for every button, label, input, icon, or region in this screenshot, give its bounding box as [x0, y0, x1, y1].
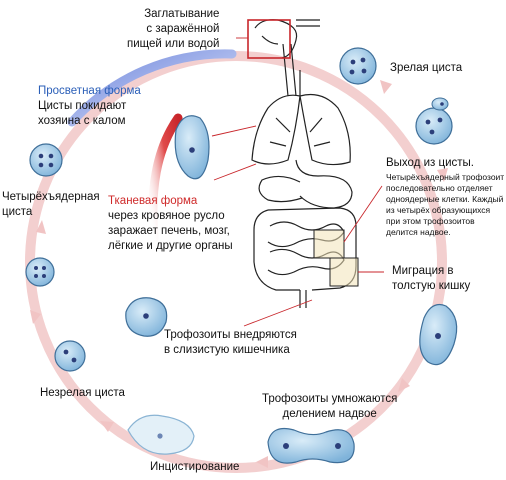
migration-label: Миграция в толстую кишку: [392, 264, 470, 294]
multiply-line-2: делением надвое: [282, 408, 377, 420]
four-nucleus-cyst-label: Четырёхъядерная циста: [2, 190, 100, 220]
trophozoite-left: [125, 297, 168, 337]
mature-cyst-cell: [339, 47, 377, 85]
luminal-form-title: Просветная форма: [38, 85, 141, 97]
encystation-label: Инцистирование: [150, 461, 240, 473]
exiting-cyst-cell: [29, 143, 63, 177]
immature-cyst-cell: [54, 340, 86, 372]
luminal-line-2: хозяина с калом: [38, 115, 126, 127]
tissue-form-title: Тканевая форма: [108, 195, 198, 207]
excystation-line-5: при этом трофозоитов: [386, 216, 475, 226]
trophozoite-right: [419, 303, 458, 366]
migration-line-2: толстую кишку: [392, 280, 471, 292]
tissue-trophozoite: [174, 115, 210, 180]
luminal-form-text: Цисты покидают хозяина с калом: [38, 99, 126, 129]
ingestion-line-3: пищей или водой: [127, 38, 220, 50]
mature-cyst-label: Зрелая циста: [390, 62, 463, 74]
ingestion-label: Заглатывание с заражённой пищей или водо…: [127, 7, 219, 52]
multiply-line-1: Трофозоиты умножаются: [262, 393, 398, 405]
small-intestine-highlight-box: [313, 229, 345, 259]
ingestion-line-1: Заглатывание: [144, 8, 220, 20]
invade-line-2: в слизистую кишечника: [164, 344, 290, 356]
excysting-cell: [415, 97, 453, 145]
excystation-line-2: последовательно отделяет: [386, 183, 493, 193]
immature-cyst-label: Незрелая циста: [40, 387, 125, 399]
ingestion-line-2: с заражённой: [146, 23, 220, 35]
colon-highlight-box: [329, 257, 359, 287]
excystation-line-4: из четырёх образующихся: [386, 205, 491, 215]
tissue-form-text: через кровяное русло заражает печень, мо…: [108, 209, 233, 254]
excystation-line-1: Четырёхъядерный трофозоит: [386, 172, 505, 182]
dividing-trophozoite: [267, 427, 355, 464]
tissue-line-3: лёгкие и другие органы: [108, 240, 233, 252]
mouth-highlight-box: [247, 19, 291, 59]
excystation-line-3: одноядерные клетки. Каждый: [386, 194, 504, 204]
excystation-title: Выход из цисты.: [386, 157, 474, 169]
migration-line-1: Миграция в: [392, 265, 454, 277]
excystation-line-6: делится надвое.: [386, 227, 451, 237]
tissue-line-1: через кровяное русло: [108, 210, 225, 222]
tissue-line-2: заражает печень, мозг,: [108, 225, 230, 237]
trophozoites-multiply-label: Трофозоиты умножаются делением надвое: [262, 392, 397, 422]
tissue-form-arrow: [148, 113, 183, 243]
four-nucleus-cyst-left: [25, 257, 55, 287]
luminal-line-1: Цисты покидают: [38, 100, 127, 112]
four-nucleus-line-2: циста: [2, 206, 33, 218]
luminal-form-arrow: [67, 49, 237, 127]
trophozoites-invade-label: Трофозоиты внедряются в слизистую кишечн…: [164, 328, 297, 358]
connector-lines: [211, 37, 384, 327]
invade-line-1: Трофозоиты внедряются: [164, 329, 297, 341]
cycle-arrowheads: [30, 80, 448, 468]
encysting-cell: [127, 414, 195, 455]
excystation-text: Четырёхъядерный трофозоит последовательн…: [386, 172, 504, 238]
human-anatomy: [251, 19, 357, 308]
four-nucleus-line-1: Четырёхъядерная: [2, 191, 100, 203]
